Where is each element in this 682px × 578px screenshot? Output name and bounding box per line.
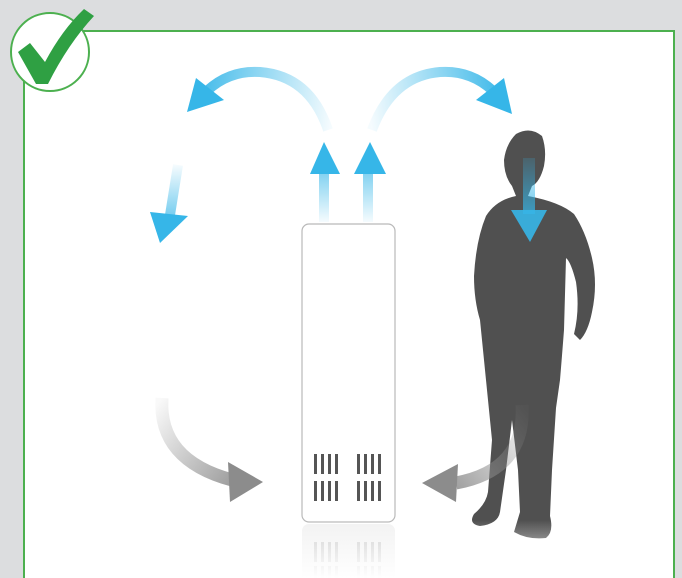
return-air-intake xyxy=(155,397,529,502)
intake-grille-icon xyxy=(314,454,381,501)
checkmark-icon xyxy=(18,9,94,84)
standing-person-silhouette-icon xyxy=(472,130,595,539)
curved-arrow-icon xyxy=(367,66,512,132)
floor-reflection-fade xyxy=(25,520,673,578)
curved-arrow-icon xyxy=(354,142,386,222)
purifier-body xyxy=(301,223,396,523)
curved-arrow-icon xyxy=(155,397,263,502)
approved-badge xyxy=(10,9,94,92)
clean-air-outflow xyxy=(150,66,547,243)
curved-arrow-icon xyxy=(310,142,340,222)
curved-arrow-icon xyxy=(422,404,529,502)
curved-arrow-icon xyxy=(187,66,333,132)
curved-arrow-icon xyxy=(150,164,188,243)
curved-arrow-icon xyxy=(511,158,547,242)
